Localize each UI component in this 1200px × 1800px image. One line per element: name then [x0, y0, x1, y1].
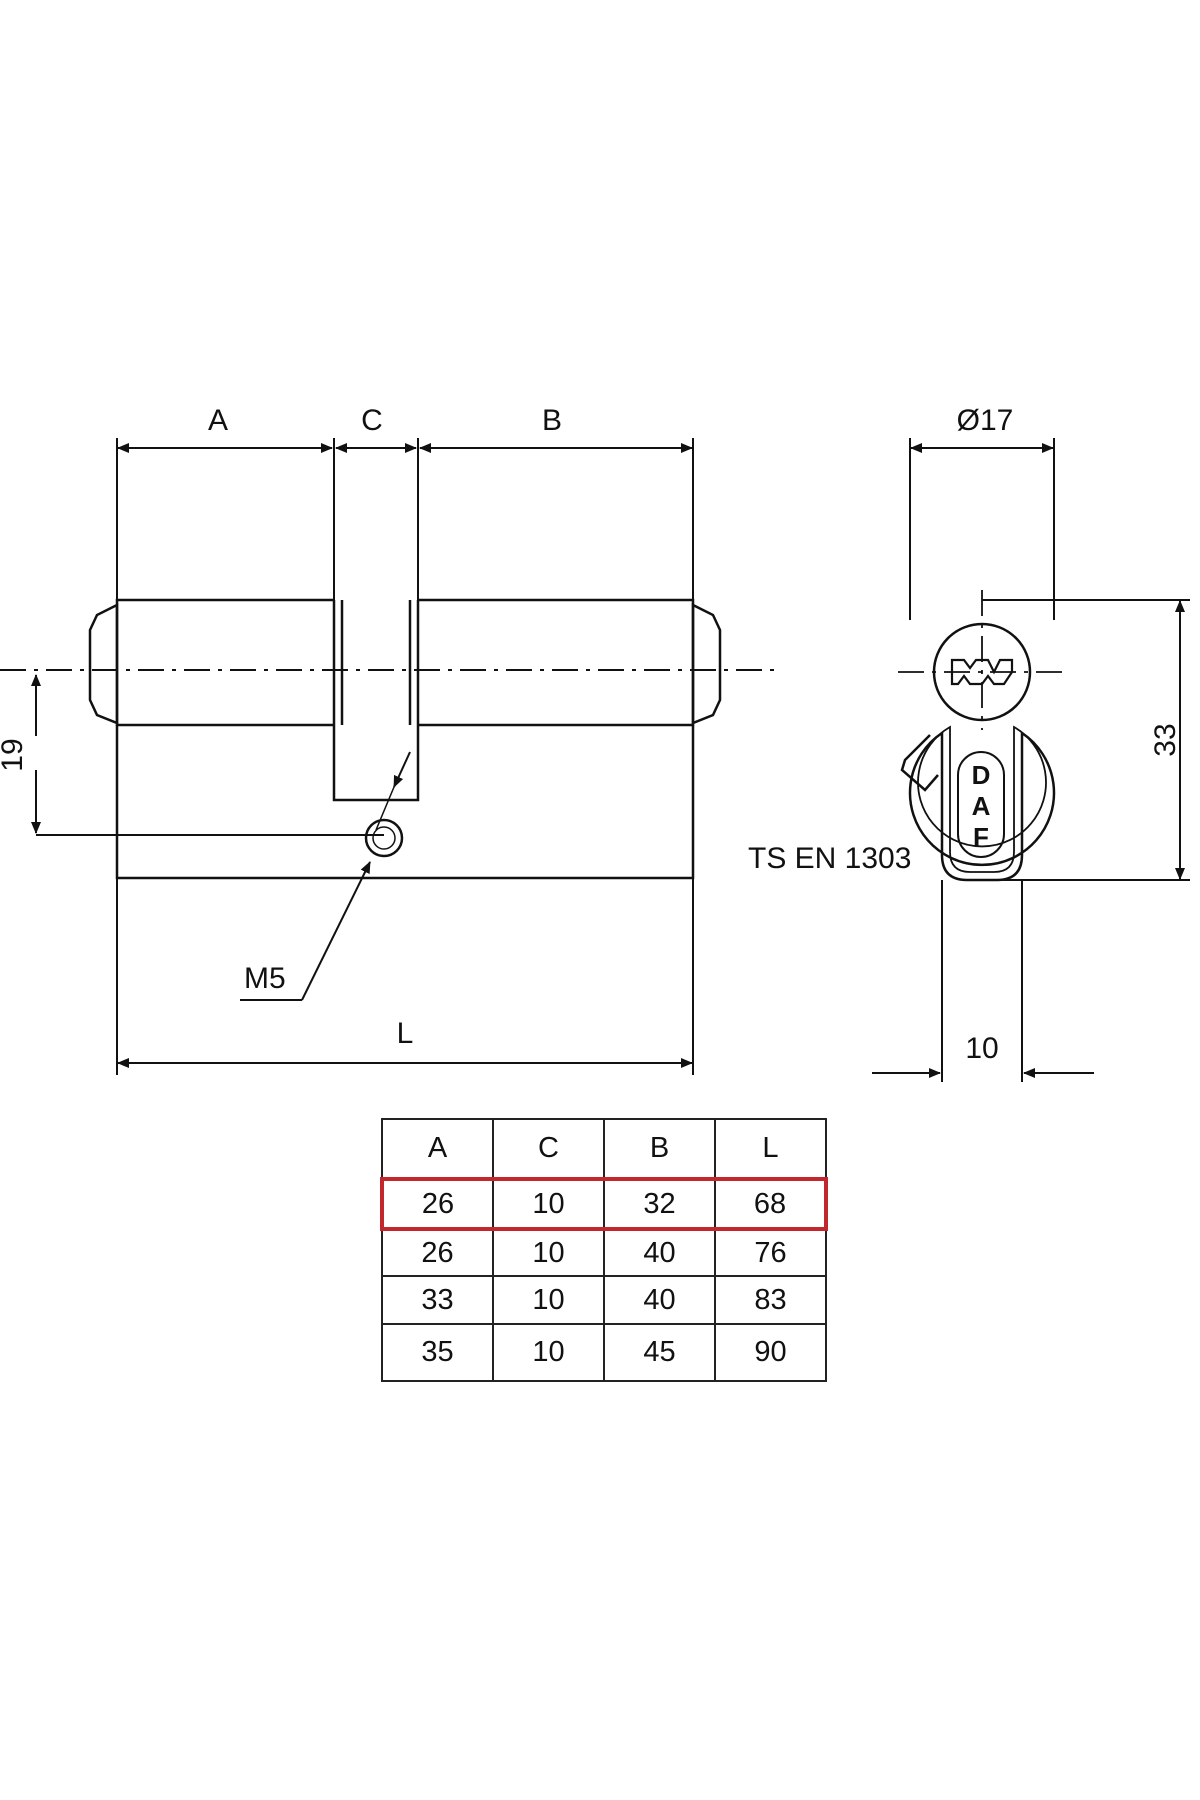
table-cell: 40	[603, 1275, 716, 1325]
svg-text:D: D	[972, 760, 991, 790]
side-centerlines	[898, 590, 1070, 730]
dimension-lines-top	[116, 438, 694, 600]
dim-A-label: A	[208, 404, 228, 437]
svg-text:A: A	[972, 791, 991, 821]
table-cell: 10	[492, 1323, 605, 1382]
table-cell: 83	[714, 1275, 827, 1325]
table-header-cell: C	[492, 1118, 605, 1180]
dimension-line-10	[872, 880, 1094, 1082]
dimension-line-d17	[909, 438, 1055, 620]
table-cell: 26	[381, 1228, 494, 1277]
front-view	[88, 598, 722, 880]
table-cell: 33	[381, 1275, 494, 1325]
dimensions-table: A C B L 26 10 32 68 26 10 40 76 33 10 40…	[380, 1118, 828, 1382]
screw-hole	[364, 818, 404, 858]
dimension-line-L	[116, 878, 694, 1075]
table-cell: 32	[603, 1177, 716, 1231]
table-cell: 90	[714, 1323, 827, 1382]
logo-oval	[957, 751, 1005, 858]
table-row: 35 10 45 90	[381, 1323, 827, 1382]
table-cell: 68	[714, 1177, 828, 1231]
dim-B-label: B	[542, 404, 562, 437]
right-knob-end	[691, 602, 722, 725]
table-cell: 10	[492, 1228, 605, 1277]
table-header-cell: B	[603, 1118, 716, 1180]
svg-text:F: F	[973, 822, 989, 852]
dim-19-label: 19	[0, 738, 29, 771]
cam-slot	[332, 600, 420, 802]
cylinder-lower-body	[115, 725, 695, 880]
cam-slot-inner	[340, 600, 412, 725]
dim-d17-label: Ø17	[957, 404, 1014, 437]
screw-hole-inner	[372, 826, 396, 850]
dim-C-label: C	[361, 404, 383, 437]
cylinder-upper-left	[115, 598, 334, 727]
table-cell: 10	[492, 1177, 605, 1231]
table-row: 33 10 40 83	[381, 1275, 827, 1325]
standard-label: TS EN 1303	[748, 842, 911, 875]
left-knob-end	[88, 602, 119, 725]
table-header-cell: A	[381, 1118, 494, 1180]
dim-10-label: 10	[965, 1032, 998, 1065]
cylinder-upper-right	[418, 598, 695, 727]
table-row-highlighted: 26 10 32 68	[380, 1177, 828, 1231]
table-cell: 45	[603, 1323, 716, 1382]
table-cell: 26	[380, 1177, 494, 1231]
dimension-line-33	[982, 599, 1190, 881]
table-cell: 76	[714, 1228, 827, 1277]
m5-label: M5	[244, 962, 286, 995]
profile-inner	[917, 725, 1047, 873]
table-cell: 10	[492, 1275, 605, 1325]
cam	[900, 734, 939, 792]
table-header-cell: L	[714, 1118, 827, 1180]
dimension-line-19	[31, 674, 384, 836]
m5-leader	[240, 751, 411, 1001]
table-row: 26 10 40 76	[381, 1228, 827, 1277]
daf-logo: D A F	[972, 760, 991, 852]
dim-33-label: 33	[1149, 723, 1182, 756]
table-cell: 40	[603, 1228, 716, 1277]
table-cell: 35	[381, 1323, 494, 1382]
table-header-row: A C B L	[381, 1118, 827, 1180]
dim-L-label: L	[397, 1017, 414, 1050]
